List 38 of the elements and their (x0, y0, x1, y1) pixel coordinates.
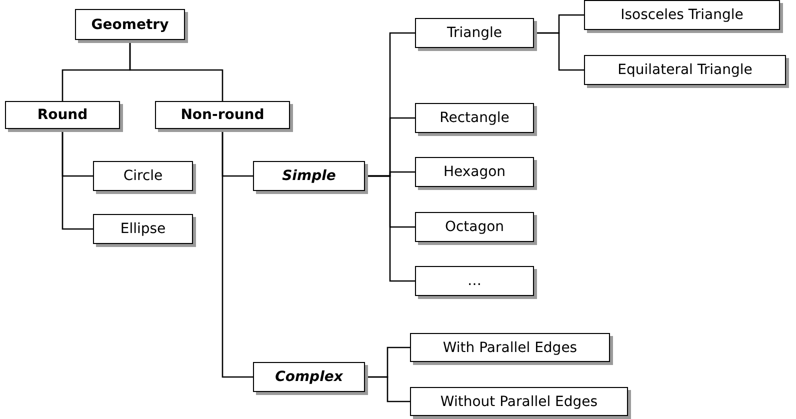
category-box (410, 333, 610, 362)
category-label: Round (37, 107, 88, 123)
category-label: Simple (282, 168, 336, 184)
category-box (415, 103, 534, 133)
category-box (155, 101, 290, 129)
category-box (415, 212, 534, 242)
category-box (584, 55, 786, 85)
category-box (584, 0, 780, 30)
connector-line (62, 129, 93, 230)
category-label: Complex (275, 369, 343, 385)
connector-line (365, 175, 415, 282)
category-label: Ellipse (120, 221, 166, 237)
category-box (253, 362, 365, 392)
connector-line (129, 40, 224, 101)
category-label: … (468, 273, 482, 289)
category-label: Triangle (447, 25, 502, 41)
category-label: Rectangle (440, 110, 510, 126)
category-box (415, 266, 534, 296)
connector-line (534, 32, 584, 71)
category-box (93, 214, 193, 244)
category-label: Equilateral Triangle (618, 62, 752, 78)
category-box (410, 387, 628, 416)
connector-line (365, 376, 410, 402)
category-label: Hexagon (443, 164, 506, 180)
connector-line (222, 129, 253, 378)
category-box (93, 161, 193, 191)
category-label: Isosceles Triangle (620, 7, 744, 23)
category-box (75, 9, 185, 40)
category-box (415, 18, 534, 48)
category-label: With Parallel Edges (442, 340, 578, 356)
category-label: Geometry (91, 16, 169, 32)
category-box (415, 157, 534, 187)
category-label: Circle (123, 168, 163, 184)
category-box (253, 161, 365, 191)
category-label: Non-round (180, 107, 264, 123)
category-box (5, 101, 120, 129)
category-label: Without Parallel Edges (440, 394, 598, 410)
category-label: Octagon (444, 219, 504, 235)
